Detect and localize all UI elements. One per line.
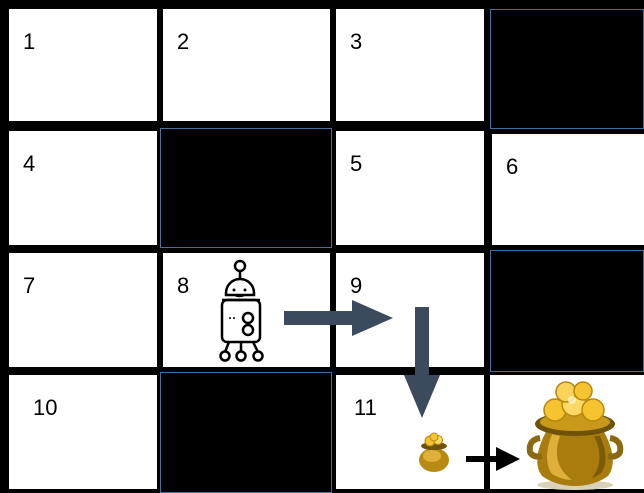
pot-of-gold-icon[interactable] xyxy=(530,382,621,490)
small-pot-of-gold-icon[interactable] xyxy=(419,433,449,472)
robot-icon[interactable] xyxy=(221,261,263,361)
arrow-right-small-icon xyxy=(466,447,520,471)
arrow-down-icon xyxy=(404,307,440,418)
arrow-right-icon xyxy=(284,300,393,336)
